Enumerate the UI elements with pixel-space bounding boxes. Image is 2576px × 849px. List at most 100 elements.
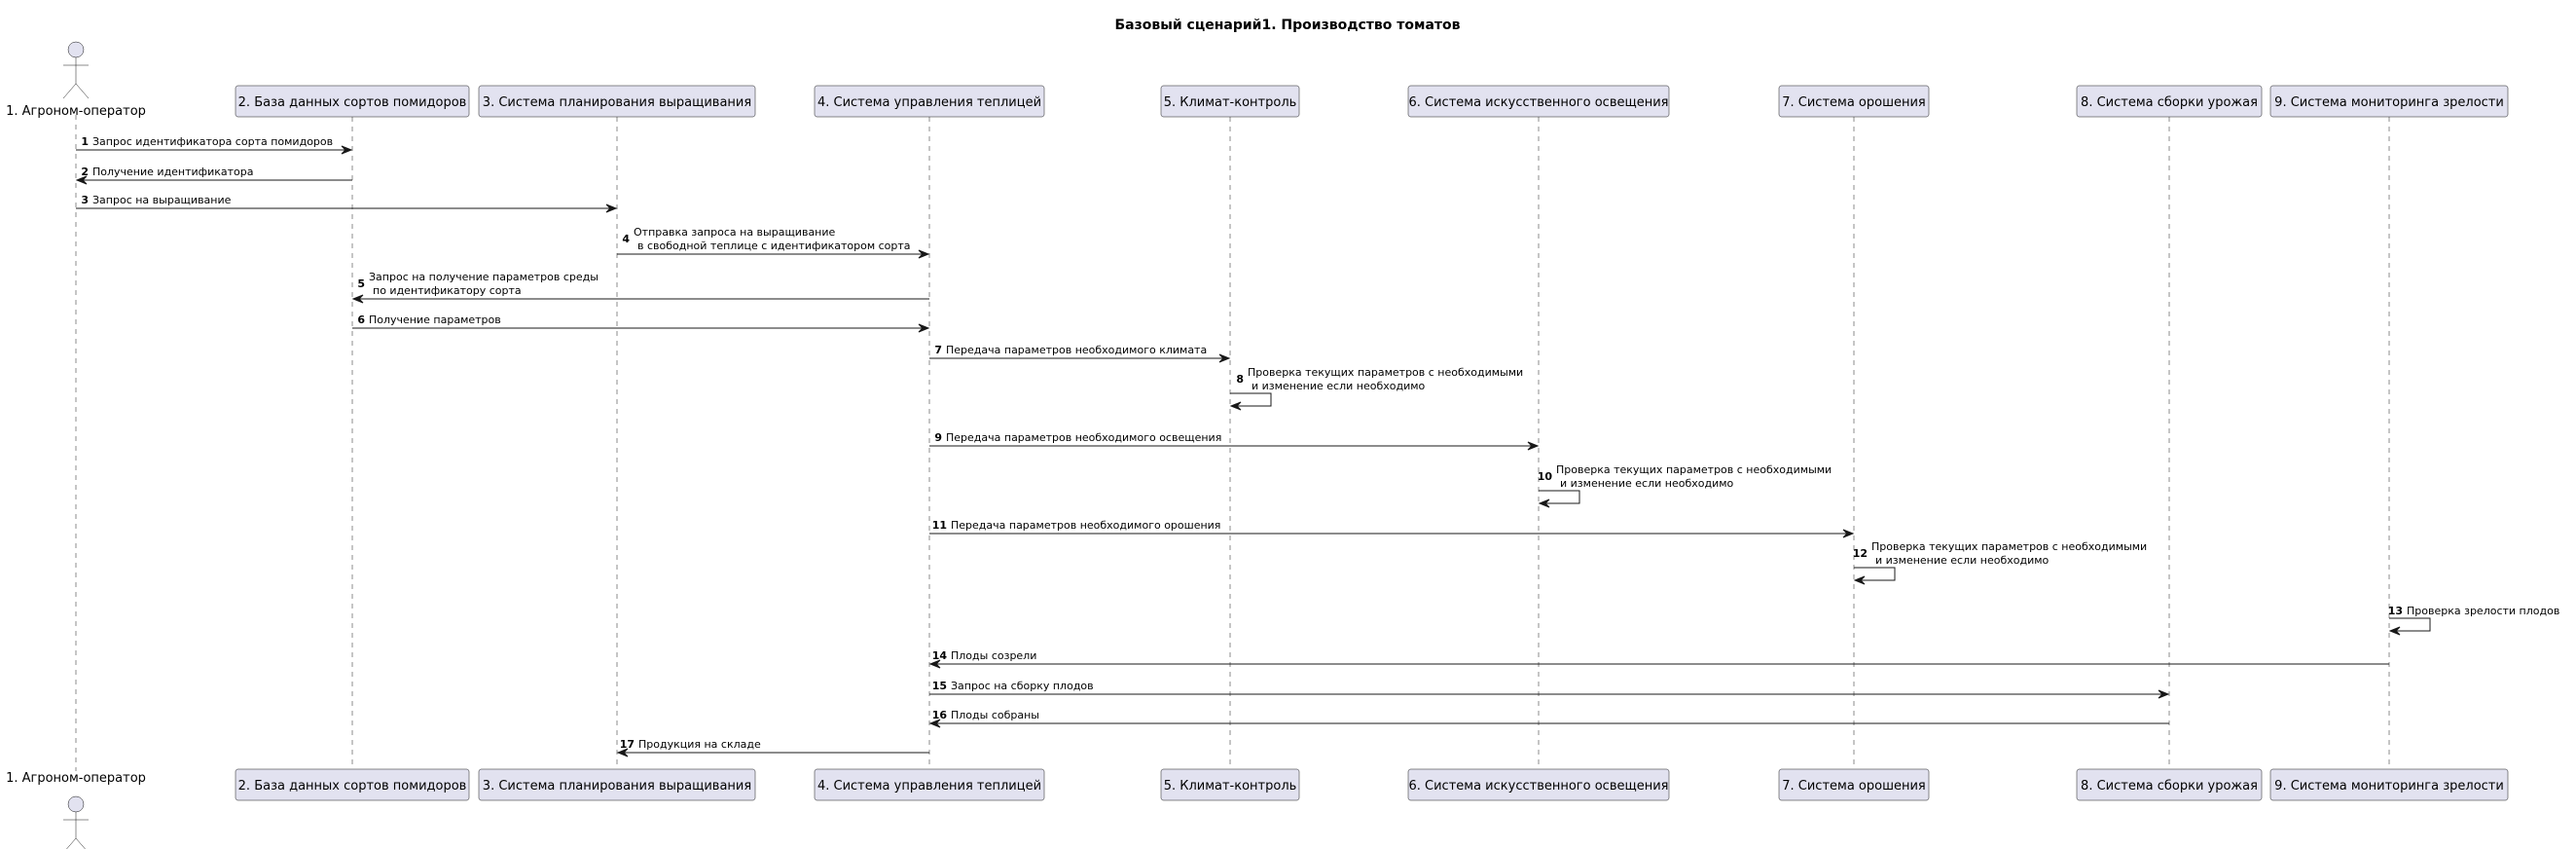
arrowhead-icon (918, 323, 930, 333)
participant-box (814, 768, 1045, 801)
participant-box-bottom-p3: 3. Система планирования выращивания (478, 768, 756, 801)
participant-box (2076, 768, 2263, 801)
participant-label: 3. Система планирования выращивания (483, 779, 751, 794)
message-label: Передача параметров необходимого климата (946, 344, 1207, 356)
message-number: 17 (620, 738, 635, 751)
arrowhead-icon (1538, 498, 1550, 508)
actor-label: 1. Агроном-оператор (6, 771, 146, 786)
self-arrow-line (1230, 392, 1272, 407)
actor-top-p1: 1. Агроном-оператор (6, 41, 146, 119)
arrowhead-icon (1218, 353, 1231, 363)
message-label: Получение параметров (369, 314, 501, 326)
message-9: 9 Передача параметров необходимого освеще… (929, 431, 1540, 451)
message-label: Запрос на получение параметров среды (369, 271, 599, 283)
participant-box (2076, 85, 2263, 118)
participant-box (1407, 85, 1670, 118)
participant-box-bottom-p6: 6. Система искусственного освещения (1407, 768, 1670, 801)
message-number: 1 (81, 135, 89, 148)
arrowhead-icon (75, 175, 88, 185)
participant-box (2269, 768, 2509, 801)
actor-head-icon (67, 41, 85, 58)
participant-box (1160, 768, 1300, 801)
participant-box (235, 85, 470, 118)
participant-box-top-p7: 7. Система орошения (1778, 85, 1930, 118)
arrowhead-icon (1527, 441, 1540, 451)
self-arrow-line (2389, 617, 2431, 632)
message-label: Передача параметров необходимого освещен… (946, 431, 1221, 444)
arrowhead-icon (928, 659, 941, 669)
participant-label: 5. Климат-контроль (1164, 95, 1297, 110)
message-number: 7 (934, 344, 942, 356)
message-label: Плоды собраны (951, 709, 1039, 721)
participant-box-bottom-p5: 5. Климат-контроль (1160, 768, 1300, 801)
participant-label: 9. Система мониторинга зрелости (2274, 779, 2504, 794)
message-number: 2 (81, 166, 89, 178)
actor-label: 1. Агроном-оператор (6, 104, 146, 119)
message-label: и изменение если необходимо (1252, 380, 1426, 392)
participant-label: 4. Система управления теплицей (817, 779, 1041, 794)
message-number: 11 (932, 519, 947, 532)
message-number: 6 (357, 314, 365, 326)
participant-box-top-p8: 8. Система сборки урожая (2076, 85, 2263, 118)
participant-box (478, 85, 756, 118)
message-label: Запрос на сборку плодов (951, 680, 1094, 692)
arrowhead-icon (1842, 529, 1855, 538)
self-arrow-line (1854, 567, 1896, 581)
message-number: 5 (357, 277, 365, 290)
message-label: Плоды созрели (951, 649, 1036, 662)
participant-box-top-p9: 9. Система мониторинга зрелости (2269, 85, 2509, 118)
participant-box (478, 768, 756, 801)
message-label: в свободной теплице с идентификатором со… (637, 240, 911, 252)
actor-leg-left (62, 83, 77, 99)
message-number: 16 (932, 709, 948, 721)
message-label: и изменение если необходимо (1560, 477, 1734, 490)
participant-box (1407, 768, 1670, 801)
participant-label: 7. Система орошения (1782, 779, 1926, 794)
arrowhead-icon (616, 748, 629, 757)
message-number: 9 (934, 431, 942, 444)
participant-label: 5. Климат-контроль (1164, 779, 1297, 794)
participant-box-top-p4: 4. Система управления теплицей (814, 85, 1045, 118)
message-number: 4 (622, 233, 630, 245)
actor-leg-right (75, 83, 90, 99)
participant-label: 8. Система сборки урожая (2081, 779, 2258, 794)
message-label: Запрос на выращивание (92, 194, 232, 206)
message-label: Отправка запроса на выращивание (634, 226, 836, 239)
actor-leg-right (75, 837, 86, 849)
message-11: 11 Передача параметров необходимого ороше… (929, 519, 1855, 538)
arrowhead-icon (2158, 689, 2170, 699)
participant-label: 8. Система сборки урожая (2081, 95, 2258, 110)
participant-label: 4. Система управления теплицей (817, 95, 1041, 110)
message-number: 14 (932, 649, 948, 662)
arrowhead-icon (2388, 626, 2401, 636)
participant-label: 3. Система планирования выращивания (483, 95, 751, 110)
participant-box (1778, 85, 1930, 118)
message-5: 5 Запрос на получение параметров средыпо … (351, 271, 929, 304)
message-label: Получение идентификатора (92, 166, 253, 178)
participant-box-bottom-p7: 7. Система орошения (1778, 768, 1930, 801)
participant-label: 6. Система искусственного освещения (1409, 95, 1669, 110)
message-number: 12 (1853, 547, 1868, 560)
participant-box-top-p5: 5. Климат-контроль (1160, 85, 1300, 118)
message-label: Продукция на складе (638, 738, 761, 751)
message-label: Передача параметров необходимого орошени… (951, 519, 1220, 532)
message-label: Запрос идентификатора сорта помидоров (92, 135, 333, 148)
message-label: по идентификатору сорта (373, 284, 522, 297)
message-number: 13 (2388, 605, 2403, 617)
participant-label: 2. База данных сортов помидоров (238, 95, 467, 110)
participant-label: 7. Система орошения (1782, 95, 1926, 110)
participant-box (235, 768, 470, 801)
arrowhead-icon (351, 294, 364, 304)
participant-box-top-p6: 6. Система искусственного освещения (1407, 85, 1670, 118)
